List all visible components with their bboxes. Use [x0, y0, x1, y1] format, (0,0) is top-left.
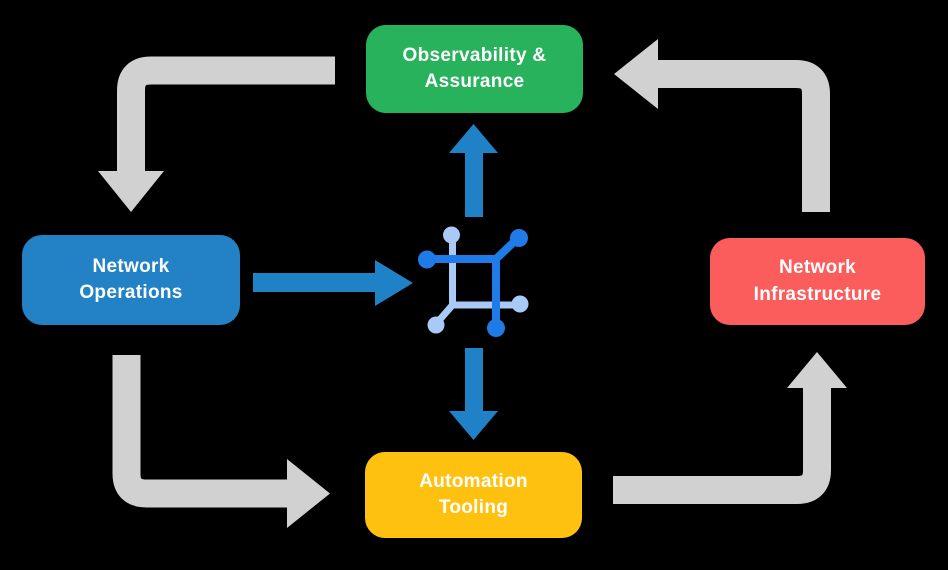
arrowhead-up-icon [787, 352, 847, 388]
node-label-line1: Network [92, 255, 170, 277]
arrow-center-to-automation-shaft [465, 348, 483, 412]
node-label-line1: Observability & [402, 44, 547, 66]
icon-dark-topright-node [510, 229, 528, 247]
blue-flow-arrows [253, 124, 498, 440]
arrow-observability-to-operations [117, 56, 335, 172]
arrow-automation-to-infrastructure [613, 388, 831, 504]
arrowhead-right-icon [287, 459, 330, 528]
node-network-operations: Network Operations [22, 235, 240, 325]
icon-light-right-node [511, 295, 529, 313]
network-automation-icon [418, 226, 529, 337]
arrow-operations-to-center-shaft [253, 273, 375, 292]
icon-dark-bottom-node [487, 319, 505, 337]
node-label-line1: Network [778, 257, 857, 279]
arrow-operations-to-automation [112, 355, 288, 508]
node-label-line1: Automation [419, 470, 528, 492]
arrow-center-to-automation-head [449, 411, 498, 440]
gray-cycle-arrows [98, 39, 847, 528]
icon-dark-left-node [418, 250, 436, 269]
node-label-line2: Infrastructure [753, 283, 882, 305]
node-network-infrastructure: Network Infrastructure [710, 238, 925, 325]
node-label-line2: Operations [79, 282, 183, 303]
icon-light-bottomleft-node [427, 316, 445, 334]
arrow-center-to-observability-shaft [465, 151, 483, 217]
arrowhead-down-icon [98, 171, 164, 212]
node-observability-assurance: Observability & Assurance [366, 25, 583, 113]
node-label-line2: Assurance [424, 71, 525, 92]
arrowhead-left-icon [614, 39, 658, 109]
arrow-infrastructure-to-observability [658, 60, 830, 212]
icon-light-top-node [443, 226, 460, 244]
arrow-center-to-observability-head [449, 124, 498, 153]
node-label-line2: Tooling [438, 497, 509, 518]
node-automation-tooling: Automation Tooling [365, 452, 582, 538]
arrow-operations-to-center-head [375, 260, 413, 306]
